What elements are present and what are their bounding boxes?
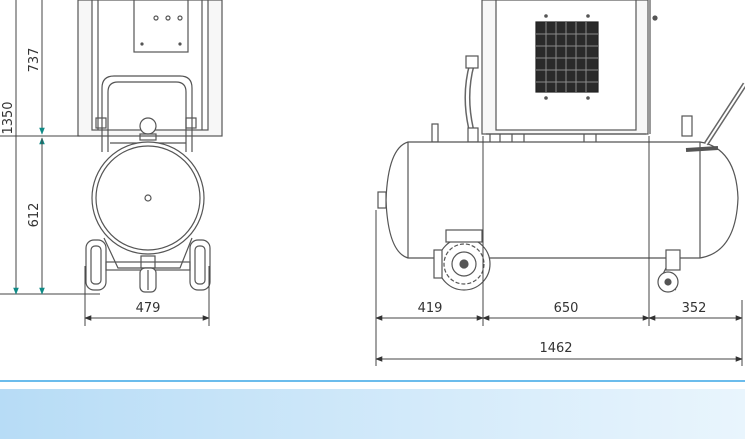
side-view	[377, 0, 745, 293]
front-wheels	[85, 239, 211, 293]
front-vertical-dimensions	[0, 0, 100, 295]
footer-band	[0, 389, 745, 439]
dim-lower-height: 612	[27, 203, 42, 228]
front-tank	[91, 141, 205, 269]
discharge-hose	[464, 55, 479, 143]
front-horizontal-dimension	[84, 266, 210, 326]
dim-side-right: 352	[682, 301, 707, 316]
dim-side-middle: 650	[554, 301, 579, 316]
push-handle	[685, 82, 745, 152]
dim-front-width: 479	[136, 301, 161, 316]
side-dimensions	[375, 136, 743, 366]
side-caster	[657, 249, 681, 293]
front-cabinet	[77, 0, 223, 137]
dim-side-left: 419	[418, 301, 443, 316]
cooling-grille	[535, 14, 599, 100]
side-main-wheel	[433, 229, 491, 291]
front-handle	[95, 75, 197, 152]
front-view	[77, 0, 223, 293]
dim-side-total: 1462	[539, 341, 572, 356]
side-tank	[377, 141, 739, 259]
dim-total-height: 1350	[1, 101, 16, 134]
dim-upper-height: 737	[27, 48, 42, 73]
